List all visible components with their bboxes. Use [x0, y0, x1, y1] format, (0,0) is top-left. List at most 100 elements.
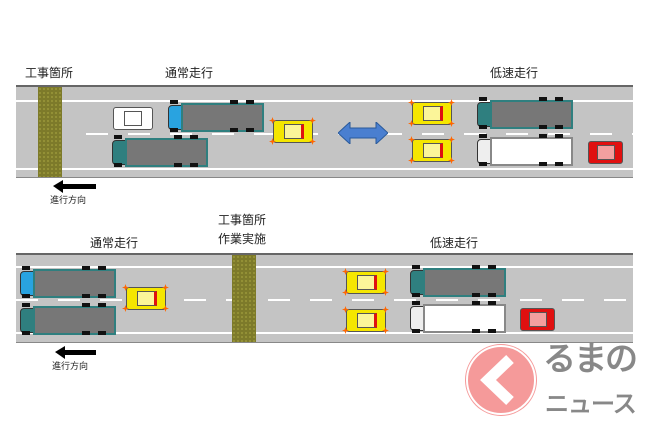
- wheel: [82, 294, 90, 298]
- wheel: [174, 135, 182, 139]
- red-car: [588, 141, 623, 164]
- wheel: [98, 266, 106, 270]
- white-car: [113, 107, 153, 130]
- direction-label: 進行方向: [50, 196, 87, 206]
- wheel: [412, 265, 420, 269]
- pilot-car: [408, 136, 455, 164]
- wheel: [555, 162, 563, 166]
- red-car: [520, 308, 555, 331]
- warning-light-icon: [342, 327, 349, 334]
- truck-teal: [477, 97, 573, 129]
- warning-light-icon: [342, 289, 349, 296]
- warning-light-icon: [122, 284, 129, 291]
- wheel: [22, 303, 30, 307]
- wheel: [539, 162, 547, 166]
- truck-teal: [410, 265, 506, 297]
- pilot-car: [269, 117, 316, 145]
- wheel: [22, 266, 30, 270]
- wheel: [230, 128, 238, 132]
- warning-light-icon: [309, 138, 316, 145]
- logo-text-top: るまの: [543, 339, 638, 378]
- wheel: [82, 266, 90, 270]
- truck-teal: [20, 303, 116, 335]
- wheel: [114, 163, 122, 167]
- warning-light-icon: [408, 136, 415, 143]
- slow-driving-label: 低速走行: [490, 66, 539, 80]
- work-zone: [38, 87, 62, 177]
- truck-blue: [20, 266, 116, 298]
- wheel: [170, 128, 178, 132]
- pilot-car: [342, 268, 389, 296]
- truck-teal: [112, 135, 208, 167]
- wheel: [488, 293, 496, 297]
- wheel: [174, 163, 182, 167]
- work-zone: [232, 255, 256, 342]
- wheel: [190, 163, 198, 167]
- warning-light-icon: [448, 136, 455, 143]
- wheel: [230, 100, 238, 104]
- logo-text-bottom: ニュース: [545, 390, 637, 418]
- wheel: [555, 125, 563, 129]
- wheel: [488, 265, 496, 269]
- truck-blue: [168, 100, 264, 132]
- pilot-car: [122, 284, 169, 312]
- wheel: [472, 265, 480, 269]
- pilot-car: [408, 99, 455, 127]
- logo-mark-icon: [466, 345, 536, 415]
- warning-light-icon: [269, 138, 276, 145]
- wheel: [472, 301, 480, 305]
- wheel: [539, 125, 547, 129]
- wheel: [98, 294, 106, 298]
- wheel: [539, 134, 547, 138]
- wheel: [412, 329, 420, 333]
- wheel: [555, 97, 563, 101]
- wheel: [98, 303, 106, 307]
- warning-light-icon: [382, 306, 389, 313]
- warning-light-icon: [342, 306, 349, 313]
- warning-light-icon: [448, 157, 455, 164]
- work-site-label: 工事箇所: [218, 213, 267, 227]
- warning-light-icon: [448, 120, 455, 127]
- direction-arrow-icon: [55, 346, 96, 359]
- truck-white: [410, 301, 506, 333]
- wheel: [472, 329, 480, 333]
- wheel: [246, 128, 254, 132]
- wheel: [22, 294, 30, 298]
- warning-light-icon: [382, 289, 389, 296]
- normal-driving-label: 通常走行: [165, 66, 214, 80]
- wheel: [488, 301, 496, 305]
- warning-light-icon: [448, 99, 455, 106]
- wheel: [412, 301, 420, 305]
- warning-light-icon: [408, 99, 415, 106]
- direction-arrow-icon: [53, 180, 96, 193]
- warning-light-icon: [269, 117, 276, 124]
- wheel: [479, 125, 487, 129]
- work-site-label: 工事箇所: [25, 66, 74, 80]
- warning-light-icon: [162, 284, 169, 291]
- truck-white: [477, 134, 573, 166]
- wheel: [412, 293, 420, 297]
- warning-light-icon: [342, 268, 349, 275]
- normal-driving-label: 通常走行: [90, 236, 139, 250]
- wheel: [114, 135, 122, 139]
- pilot-car: [342, 306, 389, 334]
- wheel: [479, 97, 487, 101]
- warning-light-icon: [162, 305, 169, 312]
- warning-light-icon: [122, 305, 129, 312]
- wheel: [82, 331, 90, 335]
- wheel: [170, 100, 178, 104]
- wheel: [22, 331, 30, 335]
- direction-label: 進行方向: [52, 362, 89, 372]
- wheel: [555, 134, 563, 138]
- wheel: [472, 293, 480, 297]
- wheel: [539, 97, 547, 101]
- warning-light-icon: [309, 117, 316, 124]
- slow-driving-label: 低速走行: [430, 236, 479, 250]
- double-arrow-icon: [338, 122, 388, 144]
- wheel: [98, 331, 106, 335]
- warning-light-icon: [408, 157, 415, 164]
- wheel: [190, 135, 198, 139]
- warning-light-icon: [382, 268, 389, 275]
- wheel: [246, 100, 254, 104]
- warning-light-icon: [382, 327, 389, 334]
